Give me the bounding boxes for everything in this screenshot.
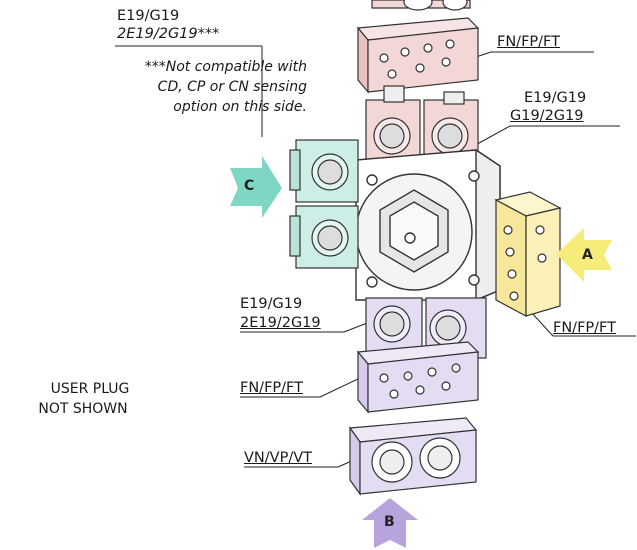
module-fn-fp-ft-top (356, 17, 480, 94)
label-right-side-module: FN/FP/FT (553, 320, 616, 336)
footnote-line-1: ***Not compatible with (144, 59, 307, 75)
module-fn-fp-ft-lower (356, 341, 480, 414)
label-top-left-code: E19/G19 (117, 8, 180, 24)
label-right-upper-code-alt: G19/2G19 (510, 108, 584, 124)
connector-pair-cyan (289, 139, 359, 269)
label-left-lower-code-alt: 2E19/2G19 (240, 315, 321, 331)
arrow-b (362, 498, 418, 548)
arrow-c (230, 156, 282, 218)
module-vn-vp-vt (348, 417, 478, 496)
user-plug-note-line-2: NOT SHOWN (38, 401, 128, 417)
footnote-line-2: CD, CP or CN sensing (157, 79, 307, 95)
arrow-a (556, 228, 612, 282)
label-left-lower-code: E19/G19 (240, 296, 303, 312)
label-lower-left-module: FN/FP/FT (240, 380, 303, 396)
footnote-line-3: option on this side. (173, 99, 307, 115)
central-body (355, 148, 501, 302)
arrow-c-letter: C (244, 178, 255, 194)
module-fn-fp-ft-side (494, 191, 562, 317)
label-top-left-code-alt: 2E19/2G19*** (117, 26, 220, 42)
arrow-a-letter: A (582, 247, 593, 263)
label-right-upper-code: E19/G19 (524, 90, 587, 106)
label-top-right-module: FN/FP/FT (497, 34, 560, 50)
top-partial-module (371, 0, 471, 11)
arrow-b-letter: B (384, 514, 395, 530)
label-bottom-module: VN/VP/VT (244, 450, 312, 466)
user-plug-note-line-1: USER PLUG (50, 381, 130, 397)
